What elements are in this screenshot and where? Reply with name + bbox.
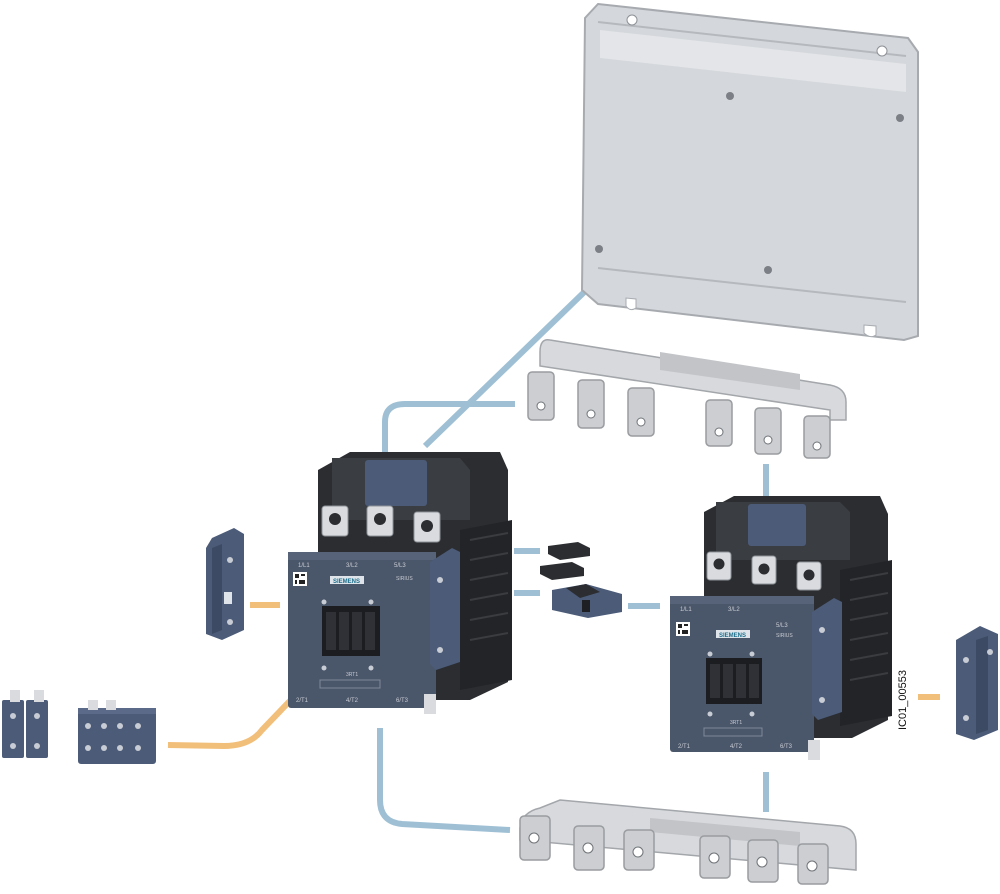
busbar-lug — [527, 371, 555, 421]
right-contactor-brand: SIEMENS — [719, 633, 746, 639]
mounting-hole — [595, 245, 603, 253]
right-terminal-label-l3: 5/L3 — [776, 623, 788, 629]
busbar-lug — [627, 387, 655, 437]
right-contactor-series: SIRIUS — [776, 633, 793, 639]
right-terminal-label-t1: 2/T1 — [678, 744, 691, 750]
interlock-parts — [540, 542, 622, 618]
mounting-plate — [580, 2, 919, 342]
interlock-clip-lower — [540, 562, 584, 580]
right-terminal-label-t2: 4/T2 — [730, 744, 743, 750]
left-contactor-side-aux-block — [430, 548, 460, 670]
left-side-auxiliary-switch — [206, 528, 244, 640]
right-contactor-model: 3RT1 — [730, 720, 742, 726]
right-contactor-top-terminals — [706, 551, 822, 591]
guide-left-contactor-to-bottom-busbar — [377, 728, 511, 833]
right-terminal-label-t3: 6/T3 — [780, 744, 793, 750]
right-contactor-top-block — [748, 504, 806, 546]
left-contactor: 1/L1 3/L2 5/L3 SIEMENS SIRIUS 3RT1 2/T1 … — [288, 452, 512, 714]
busbar-lug — [754, 407, 782, 455]
auxiliary-contact-pair — [2, 690, 48, 758]
busbar-bottom — [519, 799, 857, 885]
mounting-hole — [876, 45, 888, 57]
left-terminal-label-t2: 4/T2 — [346, 698, 359, 704]
left-terminal-label-t1: 2/T1 — [296, 698, 309, 704]
mounting-hole — [726, 92, 734, 100]
guide-busbar-to-left-contactor — [382, 401, 515, 512]
mounting-hole — [764, 266, 772, 274]
left-contactor-model: 3RT1 — [346, 672, 358, 678]
auxiliary-contact-block-4pole — [78, 700, 156, 764]
right-contactor: 1/L1 3/L2 5/L3 SIEMENS SIRIUS 3RT1 2/T1 … — [670, 496, 892, 760]
left-terminal-label-l2: 3/L2 — [346, 563, 358, 569]
mounting-hole — [626, 14, 638, 26]
left-contactor-series: SIRIUS — [396, 576, 413, 582]
interlock-clip-upper — [548, 542, 590, 560]
right-contactor-side-aux-block — [812, 598, 842, 720]
right-terminal-label-l2: 3/L2 — [728, 607, 740, 613]
guide-aux-block-to-contactor — [167, 630, 358, 750]
busbar-lug — [577, 379, 605, 429]
mounting-hole — [896, 114, 904, 122]
right-side-auxiliary-switch — [956, 626, 998, 740]
right-terminal-label-l1: 1/L1 — [680, 607, 692, 613]
busbar-lug — [705, 399, 733, 447]
busbar-lug — [803, 415, 831, 459]
left-contactor-top-block — [365, 460, 427, 506]
left-terminal-label-t3: 6/T3 — [396, 698, 409, 704]
left-contactor-top-terminals — [321, 505, 441, 543]
busbar-top — [527, 339, 847, 459]
left-terminal-label-l1: 1/L1 — [298, 563, 310, 569]
left-contactor-brand: SIEMENS — [333, 579, 360, 585]
left-terminal-label-l3: 5/L3 — [394, 563, 406, 569]
figure-id-label: IC01_00553 — [897, 670, 909, 730]
